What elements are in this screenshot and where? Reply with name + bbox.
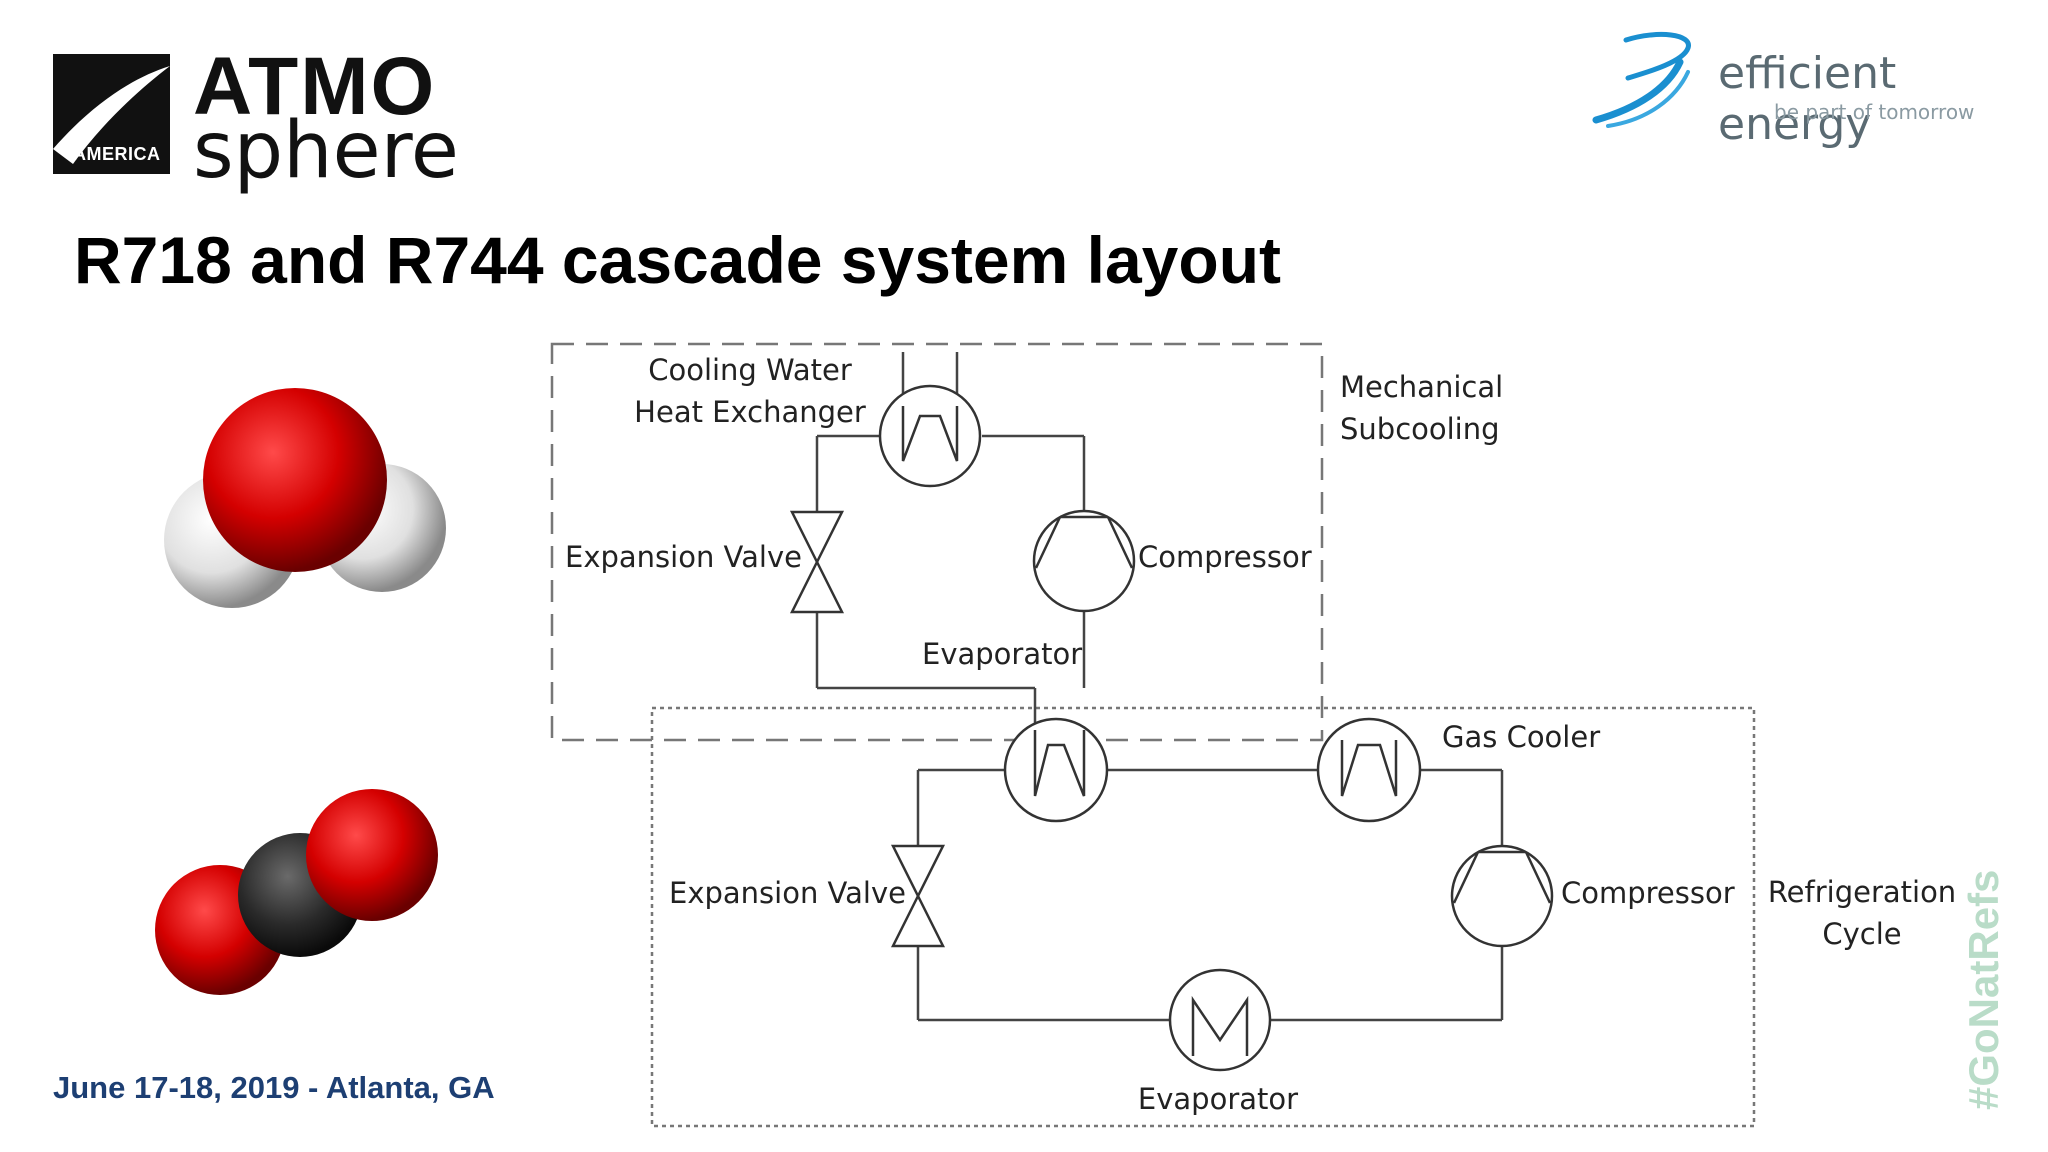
mechanical-subcooling-label-line1: Mechanical [1340,370,1503,404]
cascade-evaporator-heat-exchanger-icon [1003,717,1109,823]
lower-evaporator-icon [1168,968,1272,1072]
efficient-energy-swoosh-icon [1592,31,1691,128]
lower-expansion-valve-icon [890,844,946,948]
logo-word-atmo: ATMO [193,41,437,132]
cooling-water-heat-exchanger-icon [878,384,982,488]
gas-cooler-icon [1316,717,1422,823]
efficient-energy-logo: efficient energy be part of tomorrow [1588,28,2048,150]
upper-evaporator-label: Evaporator [922,637,1082,671]
logo-region-text: AMERICA [73,144,161,164]
lower-evaporator-label: Evaporator [1138,1082,1298,1116]
atmosphere-america-logo: AMERICA ATMO sphere [53,41,459,198]
upper-expansion-valve-label: Expansion Valve [565,540,802,574]
upper-compressor-icon [1032,509,1136,613]
partner-logo-tagline: be part of tomorrow [1774,100,1975,124]
partner-logo-name: efficient energy [1718,48,1897,150]
carbon-dioxide-molecule-image [155,789,438,995]
refrigeration-loop-piping [916,768,1504,1022]
cooling-water-label-line1: Cooling Water [648,353,852,387]
oxygen-atom [203,388,387,572]
upper-compressor-label: Compressor [1138,540,1312,574]
refrigeration-cycle-label-line2: Cycle [1822,917,1901,951]
oxygen-atom-top [306,789,438,921]
gas-cooler-label: Gas Cooler [1442,720,1600,754]
water-molecule-image [164,388,446,608]
lower-compressor-icon [1450,844,1554,948]
hashtag-watermark: #GoNatRefs [1960,869,2007,1110]
cooling-water-label-line2: Heat Exchanger [634,395,866,429]
event-date-location: June 17-18, 2019 - Atlanta, GA [53,1070,495,1105]
lower-compressor-label: Compressor [1561,876,1735,910]
mechanical-subcooling-label-line2: Subcooling [1340,412,1500,446]
logo-word-sphere: sphere [193,106,459,196]
lower-expansion-valve-label: Expansion Valve [669,876,906,910]
refrigeration-cycle-label-line1: Refrigeration [1768,875,1956,909]
upper-expansion-valve-icon [789,510,845,614]
mechanical-subcooling-boundary [550,342,1324,742]
subcooling-loop-piping [815,352,1086,730]
atmosphere-logo-mark [53,54,170,174]
slide-title: R718 and R744 cascade system layout [74,223,1281,297]
